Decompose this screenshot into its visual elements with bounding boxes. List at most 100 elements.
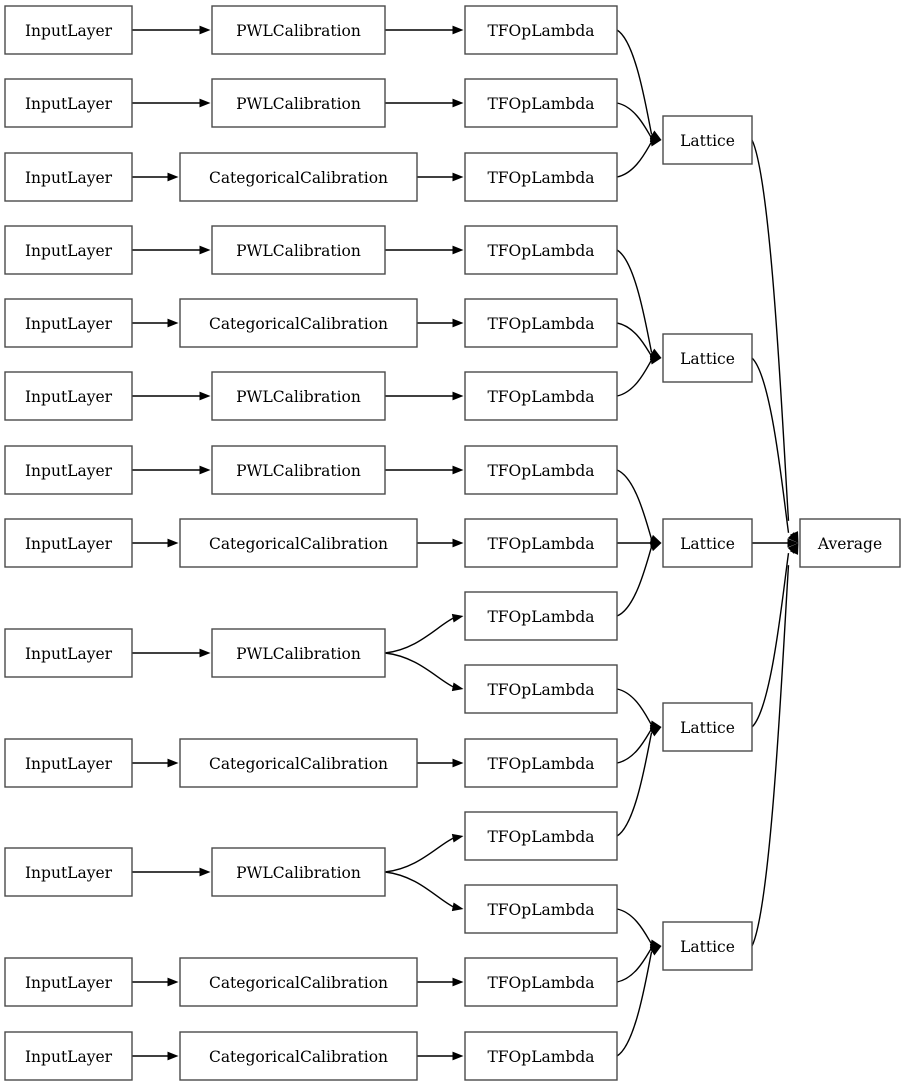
graph-node-pwlcalibration[interactable]: PWLCalibration <box>211 371 386 421</box>
node-box[interactable] <box>179 957 418 1007</box>
graph-node-pwlcalibration[interactable]: PWLCalibration <box>211 847 386 897</box>
graph-node-categoricalcalibration[interactable]: CategoricalCalibration <box>179 152 418 202</box>
node-box[interactable] <box>4 371 133 421</box>
node-box[interactable] <box>4 847 133 897</box>
node-box[interactable] <box>4 445 133 495</box>
node-box[interactable] <box>662 702 753 752</box>
node-box[interactable] <box>179 1031 418 1081</box>
graph-node-categoricalcalibration[interactable]: CategoricalCalibration <box>179 298 418 348</box>
edge-arrowhead <box>167 1051 179 1061</box>
node-box[interactable] <box>662 333 753 383</box>
node-box[interactable] <box>4 1031 133 1081</box>
node-box[interactable] <box>464 518 618 568</box>
graph-node-categoricalcalibration[interactable]: CategoricalCalibration <box>179 518 418 568</box>
node-box[interactable] <box>464 664 618 714</box>
node-box[interactable] <box>464 445 618 495</box>
node-box[interactable] <box>4 298 133 348</box>
graph-node-tfoplambda[interactable]: TFOpLambda <box>464 1031 618 1081</box>
node-box[interactable] <box>211 445 386 495</box>
graph-node-pwlcalibration[interactable]: PWLCalibration <box>211 225 386 275</box>
graph-node-inputlayer[interactable]: InputLayer <box>4 847 133 897</box>
node-box[interactable] <box>4 957 133 1007</box>
graph-node-tfoplambda[interactable]: TFOpLambda <box>464 738 618 788</box>
node-box[interactable] <box>464 884 618 934</box>
node-box[interactable] <box>4 518 133 568</box>
graph-node-inputlayer[interactable]: InputLayer <box>4 1031 133 1081</box>
graph-node-lattice[interactable]: Lattice <box>662 333 753 383</box>
graph-node-pwlcalibration[interactable]: PWLCalibration <box>211 5 386 55</box>
node-box[interactable] <box>211 78 386 128</box>
graph-node-categoricalcalibration[interactable]: CategoricalCalibration <box>179 957 418 1007</box>
graph-node-inputlayer[interactable]: InputLayer <box>4 225 133 275</box>
node-box[interactable] <box>4 738 133 788</box>
graph-node-inputlayer[interactable]: InputLayer <box>4 5 133 55</box>
node-box[interactable] <box>464 1031 618 1081</box>
graph-node-tfoplambda[interactable]: TFOpLambda <box>464 957 618 1007</box>
graph-node-tfoplambda[interactable]: TFOpLambda <box>464 5 618 55</box>
node-box[interactable] <box>179 518 418 568</box>
node-box[interactable] <box>464 957 618 1007</box>
graph-node-inputlayer[interactable]: InputLayer <box>4 738 133 788</box>
graph-node-tfoplambda[interactable]: TFOpLambda <box>464 78 618 128</box>
node-box[interactable] <box>464 811 618 861</box>
graph-node-inputlayer[interactable]: InputLayer <box>4 445 133 495</box>
node-box[interactable] <box>211 225 386 275</box>
graph-node-categoricalcalibration[interactable]: CategoricalCalibration <box>179 1031 418 1081</box>
graph-node-pwlcalibration[interactable]: PWLCalibration <box>211 628 386 678</box>
graph-node-tfoplambda[interactable]: TFOpLambda <box>464 518 618 568</box>
graph-node-tfoplambda[interactable]: TFOpLambda <box>464 811 618 861</box>
graph-node-tfoplambda[interactable]: TFOpLambda <box>464 664 618 714</box>
node-box[interactable] <box>464 5 618 55</box>
node-box[interactable] <box>464 152 618 202</box>
graph-node-inputlayer[interactable]: InputLayer <box>4 371 133 421</box>
graph-node-pwlcalibration[interactable]: PWLCalibration <box>211 445 386 495</box>
graph-node-inputlayer[interactable]: InputLayer <box>4 78 133 128</box>
graph-node-tfoplambda[interactable]: TFOpLambda <box>464 152 618 202</box>
node-box[interactable] <box>4 628 133 678</box>
node-box[interactable] <box>179 298 418 348</box>
node-box[interactable] <box>211 371 386 421</box>
node-box[interactable] <box>4 78 133 128</box>
graph-node-lattice[interactable]: Lattice <box>662 115 753 165</box>
graph-node-inputlayer[interactable]: InputLayer <box>4 152 133 202</box>
graph-edge <box>132 538 179 548</box>
node-box[interactable] <box>662 115 753 165</box>
node-label: CategoricalCalibration <box>209 169 388 187</box>
graph-node-inputlayer[interactable]: InputLayer <box>4 298 133 348</box>
node-box[interactable] <box>4 225 133 275</box>
graph-node-tfoplambda[interactable]: TFOpLambda <box>464 371 618 421</box>
node-box[interactable] <box>4 152 133 202</box>
graph-node-tfoplambda[interactable]: TFOpLambda <box>464 445 618 495</box>
graph-node-lattice[interactable]: Lattice <box>662 518 753 568</box>
graph-node-lattice[interactable]: Lattice <box>662 921 753 971</box>
node-label: InputLayer <box>25 95 113 113</box>
node-box[interactable] <box>464 591 618 641</box>
graph-node-lattice[interactable]: Lattice <box>662 702 753 752</box>
graph-node-inputlayer[interactable]: InputLayer <box>4 628 133 678</box>
node-box[interactable] <box>179 738 418 788</box>
node-box[interactable] <box>799 518 901 568</box>
node-box[interactable] <box>179 152 418 202</box>
node-box[interactable] <box>211 847 386 897</box>
graph-node-tfoplambda[interactable]: TFOpLambda <box>464 298 618 348</box>
node-box[interactable] <box>464 371 618 421</box>
node-box[interactable] <box>211 5 386 55</box>
node-box[interactable] <box>662 921 753 971</box>
node-box[interactable] <box>464 78 618 128</box>
node-box[interactable] <box>662 518 753 568</box>
node-box[interactable] <box>464 225 618 275</box>
graph-node-pwlcalibration[interactable]: PWLCalibration <box>211 78 386 128</box>
node-box[interactable] <box>4 5 133 55</box>
node-box[interactable] <box>464 738 618 788</box>
node-box[interactable] <box>464 298 618 348</box>
node-box[interactable] <box>211 628 386 678</box>
graph-node-tfoplambda[interactable]: TFOpLambda <box>464 225 618 275</box>
graph-node-inputlayer[interactable]: InputLayer <box>4 518 133 568</box>
graph-node-average[interactable]: Average <box>799 518 901 568</box>
graph-node-tfoplambda[interactable]: TFOpLambda <box>464 884 618 934</box>
graph-node-categoricalcalibration[interactable]: CategoricalCalibration <box>179 738 418 788</box>
node-label: TFOpLambda <box>487 95 594 113</box>
graph-node-inputlayer[interactable]: InputLayer <box>4 957 133 1007</box>
node-label: TFOpLambda <box>487 1048 594 1066</box>
graph-node-tfoplambda[interactable]: TFOpLambda <box>464 591 618 641</box>
